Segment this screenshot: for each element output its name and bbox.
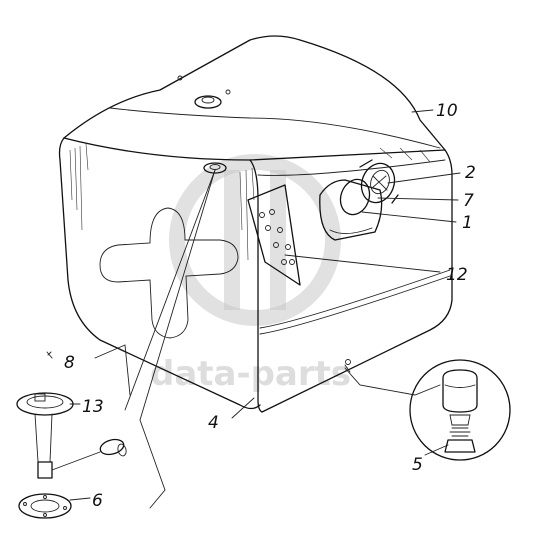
screw <box>46 351 53 359</box>
filler-cap <box>339 159 399 216</box>
watermark-logo <box>169 154 341 326</box>
callout-7: 7 <box>463 191 474 211</box>
callout-13: 13 <box>82 397 104 417</box>
callout-4: 4 <box>208 413 219 433</box>
callout-8: 8 <box>64 353 75 373</box>
watermark-text: data-parts <box>150 354 351 394</box>
callout-1: 1 <box>462 213 473 233</box>
callout-10: 10 <box>436 101 458 121</box>
callout-5: 5 <box>412 455 423 475</box>
fuel-tank <box>58 35 453 413</box>
callout-2: 2 <box>465 163 476 183</box>
callout-6: 6 <box>92 491 103 511</box>
fuel-level-sender <box>16 392 127 479</box>
gasket <box>18 493 72 519</box>
drain-plug-detail <box>409 359 511 461</box>
callout-12: 12 <box>446 265 468 285</box>
filler-strainer <box>247 184 301 286</box>
leader-lines <box>69 109 461 509</box>
